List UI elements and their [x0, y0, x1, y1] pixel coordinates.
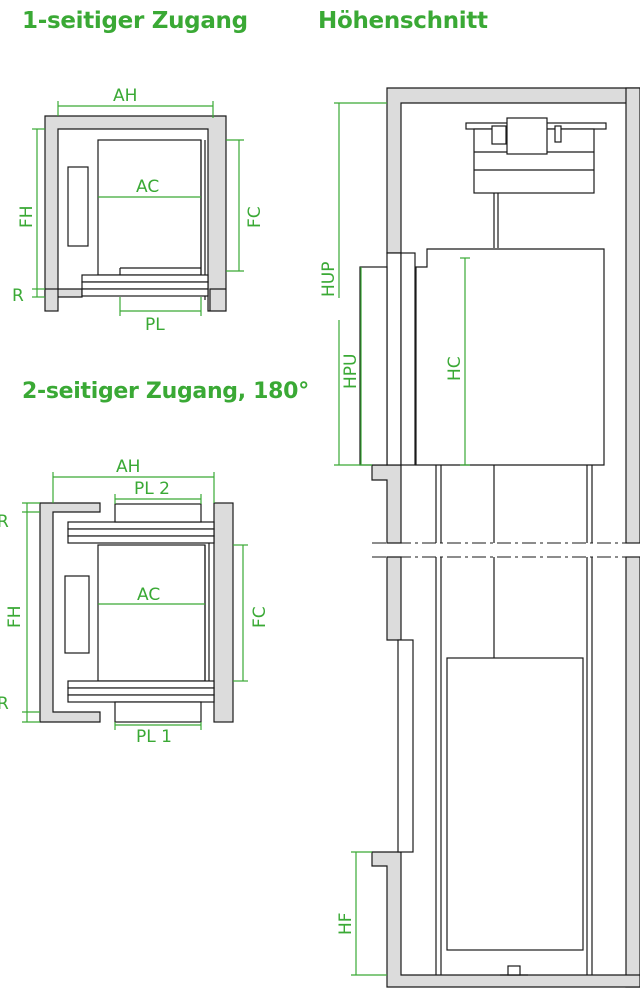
door-top-3	[67, 535, 215, 544]
label-ah-2: AH	[116, 457, 140, 477]
label-hup: HUP	[319, 262, 339, 297]
cop-panel	[67, 166, 89, 247]
plan-double-access: AH PL 2 AC FH R R FC PL 1	[0, 457, 270, 747]
height-section: HUP HPU HC HF	[319, 87, 640, 988]
label-fc-2: FC	[250, 606, 270, 628]
car-2	[97, 544, 206, 682]
label-r-top: R	[0, 512, 9, 532]
pl1-opening	[114, 701, 202, 723]
label-ac: AC	[136, 177, 159, 197]
title-single-access: 1-seitiger Zugang	[22, 8, 248, 34]
label-fh: FH	[17, 205, 37, 228]
lower-door	[397, 639, 414, 853]
label-hf: HF	[336, 912, 356, 935]
section-wall-right-lower	[625, 556, 640, 988]
label-hc: HC	[445, 356, 465, 381]
label-r: R	[12, 286, 24, 306]
label-pl2: PL 2	[134, 479, 170, 499]
door-panel-section	[359, 266, 388, 466]
label-pl: PL	[145, 315, 165, 335]
pl2-opening	[114, 503, 202, 523]
car-door	[81, 274, 209, 283]
label-ah: AH	[113, 86, 137, 106]
door-top-1	[67, 521, 215, 530]
plan-single-access: AH AC FH R FC PL	[12, 86, 265, 335]
landing-door-section	[386, 252, 402, 466]
door-bottom-2	[67, 687, 215, 696]
shaft-wall-front-left	[44, 288, 59, 312]
counterweight	[446, 657, 584, 951]
title-height-section: Höhenschnitt	[318, 8, 488, 34]
door-bottom-1	[67, 680, 215, 689]
sill	[81, 288, 209, 297]
section-wall-left-lower	[371, 464, 402, 544]
label-fc: FC	[245, 206, 265, 228]
label-pl1: PL 1	[136, 727, 172, 747]
machine-motor	[506, 117, 548, 155]
shaft-wall-left	[39, 502, 101, 723]
landing-door	[81, 281, 209, 290]
car-door-section	[400, 252, 416, 466]
door-top-2	[67, 528, 215, 537]
section-wall-right-upper	[625, 87, 640, 544]
title-double-access: 2-seitiger Zugang, 180°	[22, 379, 309, 404]
section-car	[415, 248, 605, 466]
buffer	[507, 965, 521, 976]
machine-brake	[554, 125, 562, 143]
car	[97, 139, 202, 276]
machine-sheave	[491, 125, 507, 145]
label-hpu: HPU	[341, 354, 361, 389]
door-bottom-3	[67, 694, 215, 703]
label-r-bottom: R	[0, 694, 9, 714]
shaft-wall-right	[213, 502, 234, 723]
label-ac-2: AC	[137, 585, 160, 605]
label-fh-2: FH	[5, 605, 25, 628]
cop-panel-2	[64, 575, 90, 654]
